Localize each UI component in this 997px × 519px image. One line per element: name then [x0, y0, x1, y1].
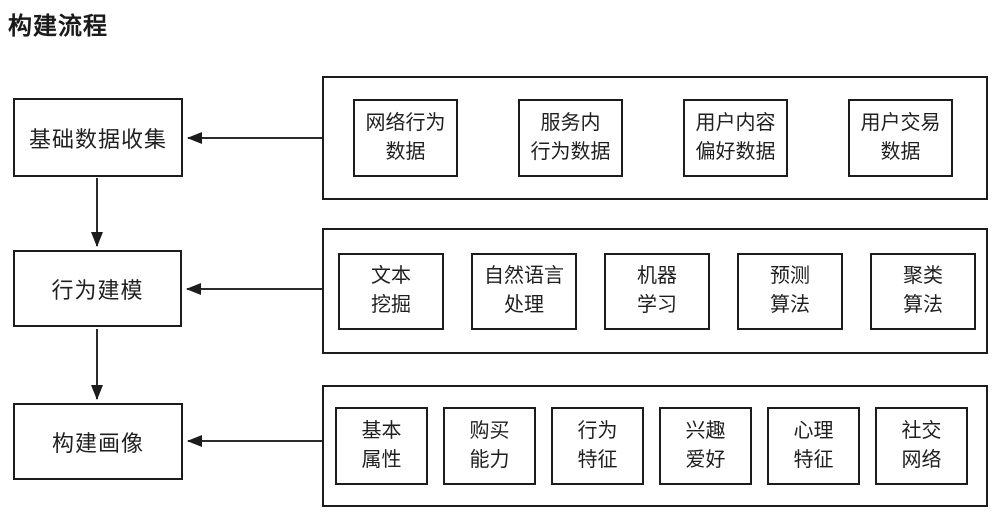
item-box-prediction-algorithm: 预测 算法 [737, 252, 843, 330]
item-box-text-mining: 文本 挖掘 [338, 252, 444, 330]
item-box-user-content-preference-data: 用户内容 偏好数据 [683, 99, 788, 177]
stage-box-basic-data-collection: 基础数据收集 [13, 98, 183, 177]
group-modeling-techniques: 文本 挖掘 自然语言 处理 机器 学习 预测 算法 聚类 算法 [322, 228, 988, 354]
stage-label: 基础数据收集 [28, 126, 167, 152]
stage-label: 行为建模 [51, 277, 144, 303]
item-box-basic-attributes: 基本 属性 [335, 407, 428, 485]
group-data-sources: 网络行为 数据 服务内 行为数据 用户内容 偏好数据 用户交易 数据 [322, 76, 988, 200]
stage-box-build-portrait: 构建画像 [13, 403, 183, 480]
item-box-in-service-behavior-data: 服务内 行为数据 [518, 99, 623, 177]
group-portrait-dimensions: 基本 属性 购买 能力 行为 特征 兴趣 爱好 心理 特征 社交 网络 [322, 385, 988, 507]
stage-box-behavior-modeling: 行为建模 [13, 250, 182, 327]
item-box-clustering-algorithm: 聚类 算法 [870, 252, 976, 330]
item-box-network-behavior-data: 网络行为 数据 [353, 99, 458, 177]
page-title: 构建流程 [8, 13, 108, 40]
item-box-purchasing-power: 购买 能力 [443, 407, 536, 485]
item-box-social-network: 社交 网络 [875, 407, 968, 485]
item-box-user-transaction-data: 用户交易 数据 [848, 99, 953, 177]
item-box-psychological-features: 心理 特征 [767, 407, 860, 485]
item-box-nlp: 自然语言 处理 [471, 252, 577, 330]
item-box-behavior-features: 行为 特征 [551, 407, 644, 485]
item-box-machine-learning: 机器 学习 [604, 252, 710, 330]
item-box-interests: 兴趣 爱好 [659, 407, 752, 485]
stage-label: 构建画像 [51, 430, 144, 456]
